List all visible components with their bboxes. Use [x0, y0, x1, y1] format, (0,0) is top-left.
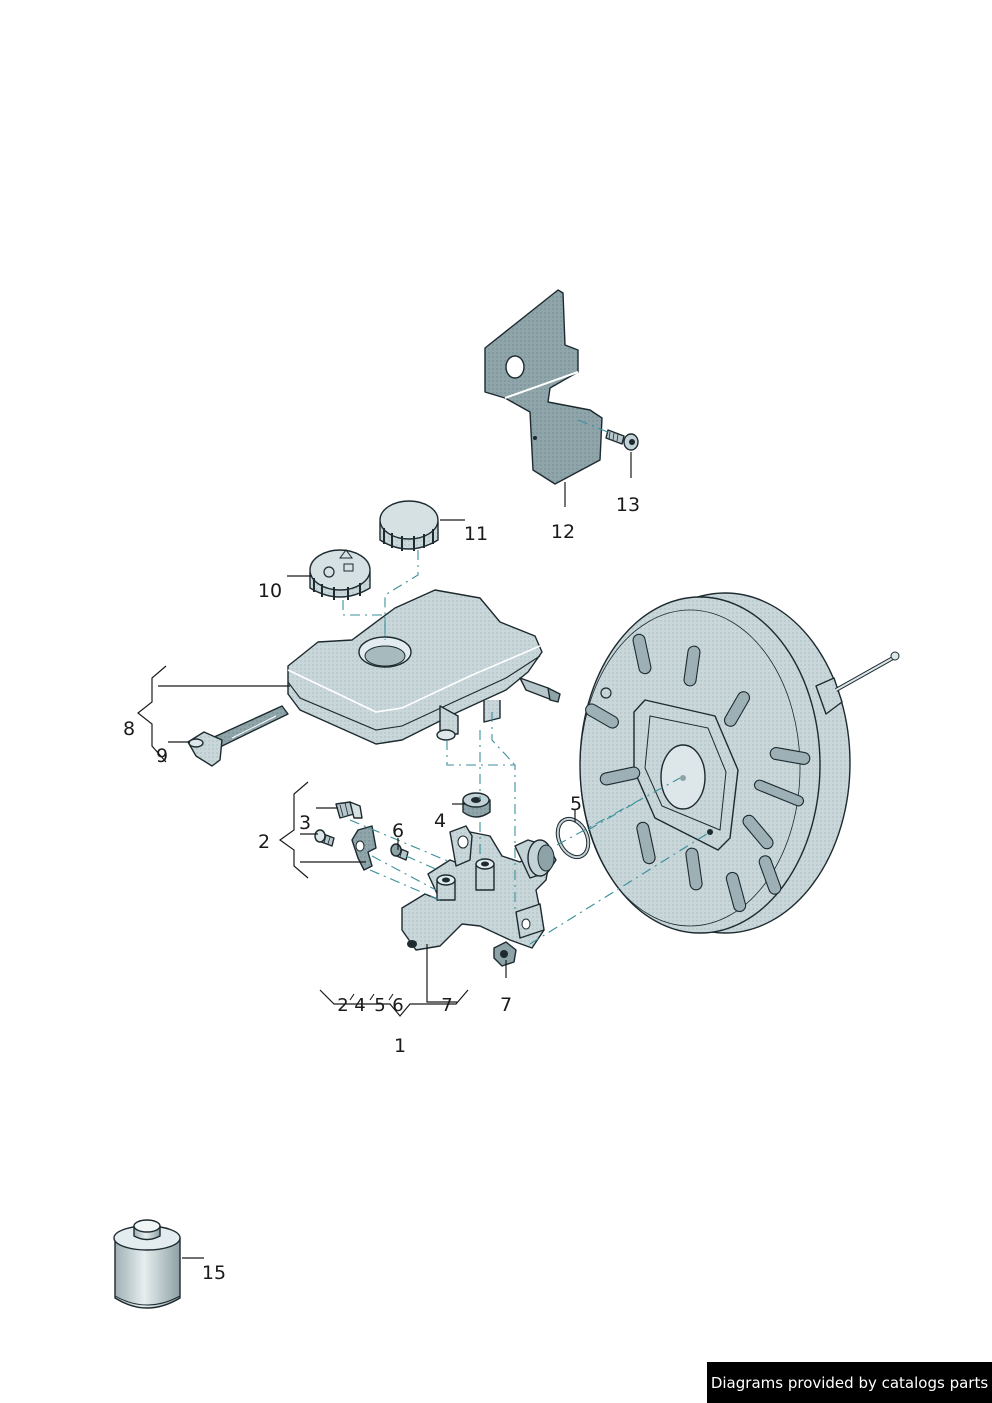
group-callout-4: 4: [354, 995, 365, 1016]
callout-7: 7: [500, 994, 512, 1016]
callout-6: 6: [392, 820, 404, 842]
sensor-part-9: [187, 705, 289, 767]
group-callout-6: 6: [392, 995, 403, 1016]
callout-9: 9: [156, 745, 168, 767]
callout-15: 15: [202, 1262, 226, 1284]
callout-5: 5: [570, 793, 582, 815]
callout-10: 10: [258, 580, 282, 602]
bracket-part-12: [484, 289, 603, 485]
callout-1: 1: [394, 1035, 406, 1057]
master-cylinder-part-1: [401, 825, 557, 951]
brake-booster: [579, 592, 900, 934]
group-callout-5: 5: [374, 995, 385, 1016]
callout-12: 12: [551, 521, 575, 543]
group-callout-7: 7: [441, 995, 452, 1016]
assembly-lines: [342, 419, 711, 945]
credit-banner: Diagrams provided by catalogs parts: [707, 1362, 992, 1403]
reservoir-part-8: [287, 589, 561, 745]
callout-4: 4: [434, 810, 446, 832]
callout-8: 8: [123, 718, 135, 740]
callout-3: 3: [299, 812, 311, 834]
leader-lines: [137, 452, 632, 1259]
switch-part-3: [335, 801, 363, 819]
fluid-bottle-part-15: [113, 1219, 181, 1309]
nut-part-7: [493, 941, 517, 967]
grommet-part-4: [462, 792, 491, 818]
screw-part-6: [390, 843, 409, 861]
callout-13: 13: [616, 494, 640, 516]
group-callout-2: 2: [337, 995, 348, 1016]
callout-2: 2: [258, 831, 270, 853]
seal-ring-part-5: [555, 816, 591, 860]
callout-11: 11: [464, 523, 488, 545]
bolt-bracket-part-2: [314, 825, 377, 871]
cap-part-11: [379, 500, 439, 551]
cap-part-10: [309, 549, 371, 600]
callout-labels: 12 13 11 10 8 9 3 2 6 4 5 7 1 15 2 4 5 6…: [123, 494, 640, 1284]
bolt-part-13: [605, 429, 639, 451]
